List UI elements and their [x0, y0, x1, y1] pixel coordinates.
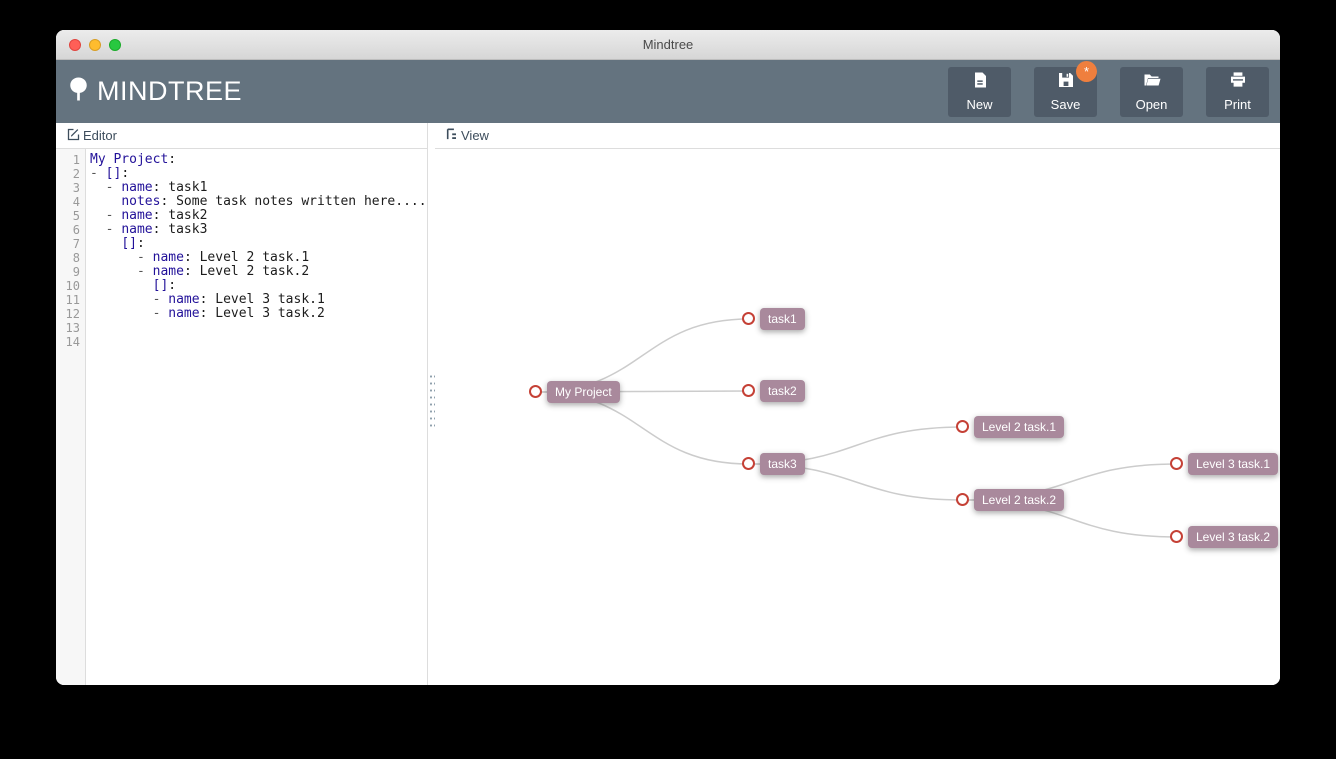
code-line: - name: Level 3 task.2: [152, 306, 325, 321]
mindmap-node[interactable]: task3: [760, 453, 805, 475]
editor-panel-title: Editor: [83, 128, 117, 143]
edit-icon: [67, 128, 80, 144]
print-button-label: Print: [1224, 97, 1251, 112]
mindmap-node[interactable]: Level 2 task.2: [974, 489, 1065, 511]
code-line: []:: [152, 278, 177, 293]
node-connector-circle[interactable]: [1170, 530, 1183, 543]
open-folder-icon: [1143, 71, 1161, 92]
save-button-label: Save: [1050, 97, 1081, 112]
code-line: - name: task1: [105, 180, 208, 195]
open-button-label: Open: [1135, 97, 1168, 112]
minimize-button[interactable]: [89, 39, 101, 51]
print-icon: [1229, 71, 1247, 92]
open-button[interactable]: Open: [1120, 66, 1183, 117]
code-line: - name: Level 2 task.1: [136, 250, 310, 265]
split-divider[interactable]: [428, 123, 435, 685]
mindmap-node[interactable]: My Project: [547, 381, 620, 403]
window-title: Mindtree: [642, 37, 694, 52]
node-connector-circle[interactable]: [1170, 457, 1183, 470]
node-connector-circle[interactable]: [956, 420, 969, 433]
traffic-lights: [69, 39, 121, 51]
titlebar: Mindtree: [56, 30, 1280, 60]
line-number: 8: [72, 251, 80, 265]
new-button[interactable]: New: [948, 66, 1011, 117]
line-number: 1: [72, 153, 80, 167]
line-number: 5: [72, 209, 80, 223]
code-line: - name: task2: [105, 208, 208, 223]
code-line: [90, 321, 427, 335]
editor-panel-header: Editor: [56, 123, 427, 149]
code-line: - name: Level 3 task.1: [152, 292, 325, 307]
mindmap-links: [535, 318, 1178, 538]
new-button-label: New: [966, 97, 993, 112]
node-connector-circle[interactable]: [742, 312, 755, 325]
app-header: MINDTREE New Save * Open: [56, 60, 1280, 123]
save-button[interactable]: Save *: [1034, 60, 1097, 117]
app-logo: MINDTREE: [67, 76, 242, 108]
node-connector-circle[interactable]: [742, 384, 755, 397]
line-number: 11: [65, 293, 80, 307]
save-icon: [1057, 71, 1075, 92]
code-line: [90, 335, 427, 349]
mindmap-node[interactable]: Level 3 task.1: [1188, 453, 1279, 475]
code-line: []:: [121, 236, 145, 251]
print-button[interactable]: Print: [1206, 66, 1269, 117]
code-line: notes: Some task notes written here....: [121, 194, 427, 209]
mindmap-node[interactable]: Level 2 task.1: [974, 416, 1065, 438]
mindmap-node[interactable]: Level 3 task.2: [1188, 526, 1279, 548]
line-number: 7: [72, 237, 80, 251]
unsaved-changes-badge: *: [1076, 60, 1097, 82]
view-panel-header: View: [435, 123, 1280, 149]
line-number: 4: [72, 195, 80, 209]
line-number: 13: [65, 321, 80, 335]
line-number: 12: [65, 307, 80, 321]
view-panel-title: View: [461, 128, 489, 143]
line-number: 6: [72, 223, 80, 237]
node-connector-circle[interactable]: [956, 493, 969, 506]
line-number: 10: [65, 279, 80, 293]
line-number: 2: [72, 167, 80, 181]
line-number: 9: [72, 265, 80, 279]
toolbar: New Save * Open Print: [948, 60, 1269, 117]
divider-drag-handle[interactable]: [428, 373, 435, 429]
line-number: 3: [72, 181, 80, 195]
app-window: Mindtree MINDTREE New Save *: [56, 30, 1280, 685]
close-button[interactable]: [69, 39, 81, 51]
node-connector-circle[interactable]: [742, 457, 755, 470]
code-line: My Project:: [90, 152, 177, 167]
code-line: - name: task3: [105, 222, 208, 237]
mindmap-node[interactable]: task2: [760, 380, 805, 402]
node-connector-circle[interactable]: [529, 385, 542, 398]
zoom-button[interactable]: [109, 39, 121, 51]
tree-logo-icon: [67, 76, 90, 108]
editor-code[interactable]: My Project:- []: - name: task1 notes: So…: [86, 149, 427, 685]
code-line: - name: Level 2 task.2: [136, 264, 310, 279]
new-file-icon: [971, 71, 989, 92]
mindmap-node[interactable]: task1: [760, 308, 805, 330]
tree-view-icon: [446, 128, 458, 144]
code-line: - []:: [90, 166, 130, 181]
app-logo-text: MINDTREE: [97, 76, 242, 106]
line-number: 14: [65, 335, 80, 349]
